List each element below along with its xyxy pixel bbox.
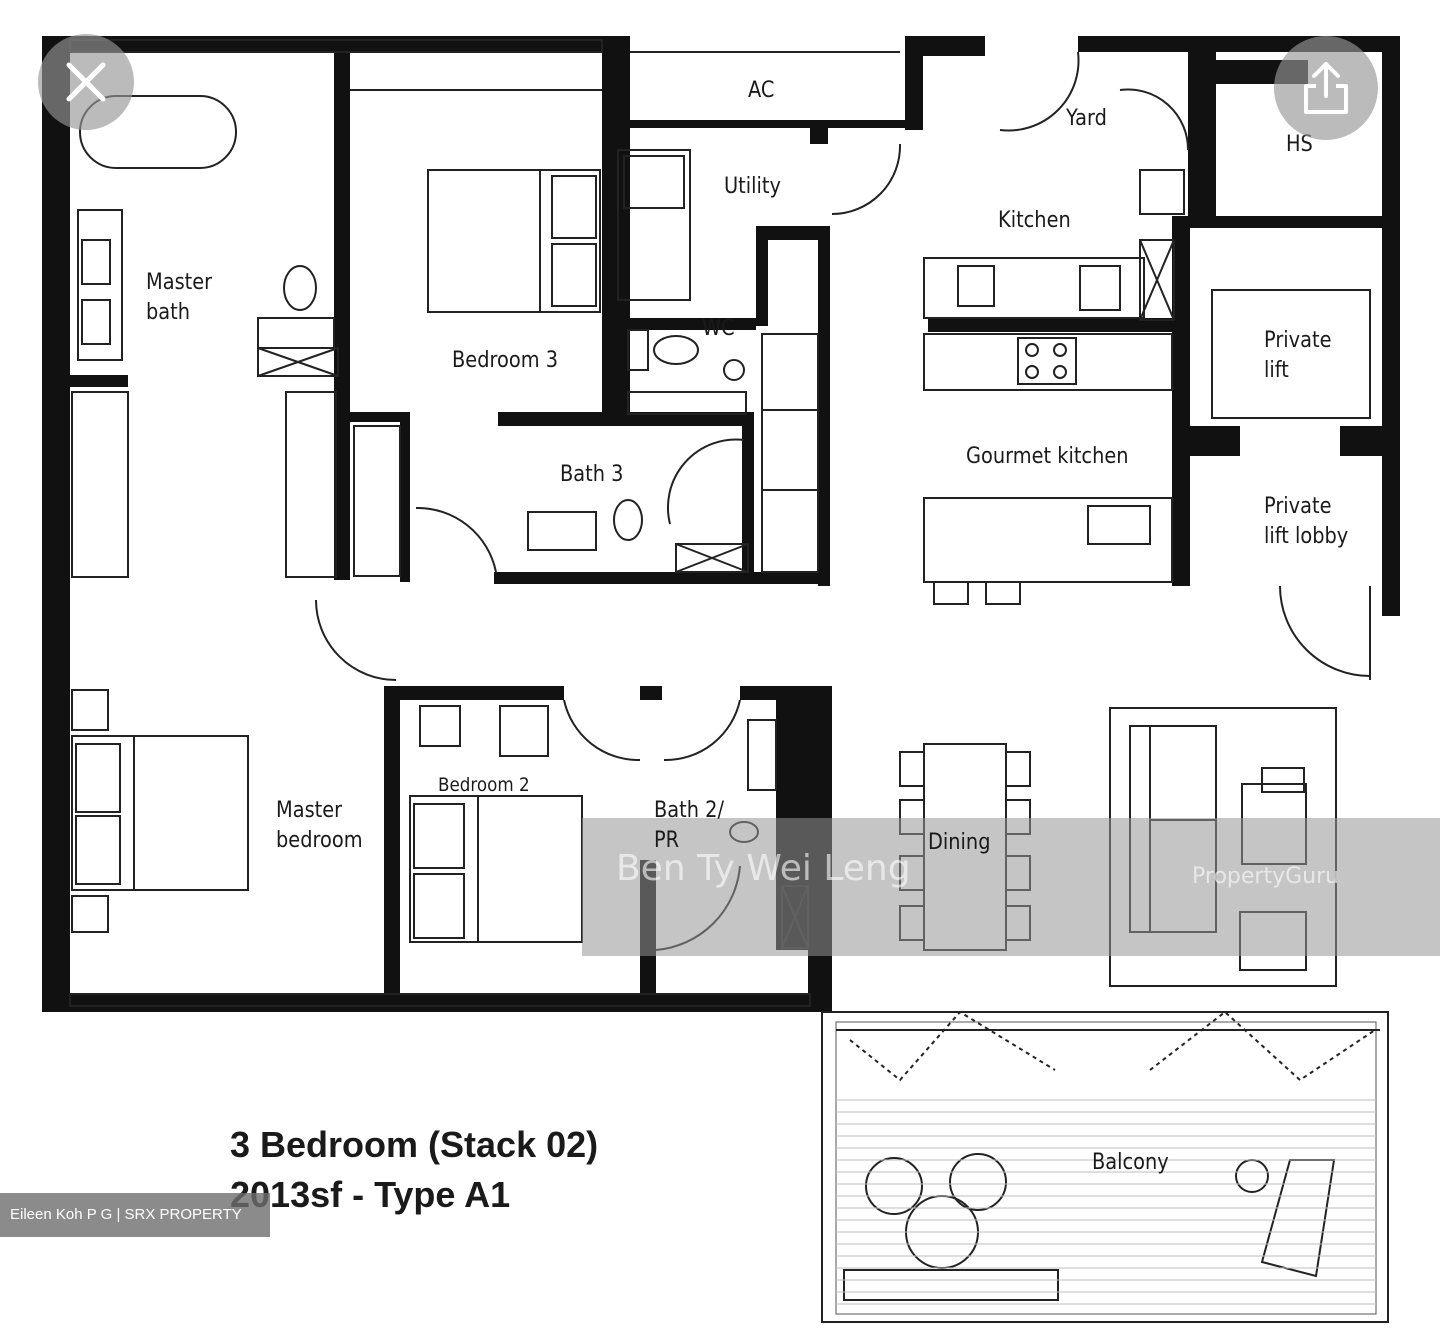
watermark-band: [582, 818, 1440, 956]
label-wc: WC: [702, 316, 735, 341]
label-private-lift: Private lift: [1264, 328, 1332, 383]
label-bedroom-2: Bedroom 2: [438, 774, 530, 796]
label-master-bath: Master bath: [146, 270, 213, 325]
label-kitchen: Kitchen: [998, 208, 1071, 233]
photo-credit: Eileen Koh P G | SRX PROPERTY: [0, 1193, 270, 1237]
label-yard: Yard: [1066, 106, 1107, 131]
label-ac: AC: [748, 78, 775, 103]
close-icon: [66, 62, 106, 102]
share-button[interactable]: [1274, 36, 1378, 140]
label-bath-2: Bath 2/ PR: [654, 798, 725, 853]
label-balcony: Balcony: [1092, 1150, 1169, 1175]
watermark-brand: PropertyGuru: [1192, 864, 1340, 889]
label-gourmet-kitchen: Gourmet kitchen: [966, 444, 1129, 469]
label-master-bedroom: Master bedroom: [276, 798, 363, 853]
plan-title: 3 Bedroom (Stack 02): [230, 1124, 599, 1165]
plan-subtitle: 2013sf - Type A1: [230, 1174, 511, 1215]
label-bath-3: Bath 3: [560, 462, 624, 487]
label-private-lift-lobby: Private lift lobby: [1264, 494, 1349, 549]
watermark-agent: Ben Ty Wei Leng: [616, 848, 911, 889]
label-dining: Dining: [928, 830, 991, 855]
close-button[interactable]: [38, 34, 134, 130]
label-bedroom-3: Bedroom 3: [452, 348, 559, 373]
share-icon: [1304, 62, 1348, 114]
label-utility: Utility: [724, 174, 781, 199]
